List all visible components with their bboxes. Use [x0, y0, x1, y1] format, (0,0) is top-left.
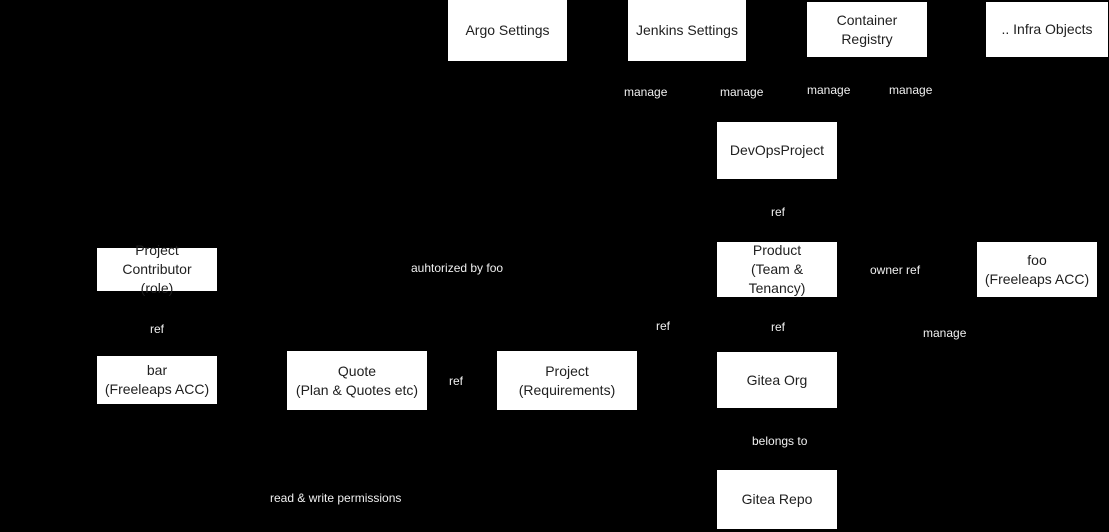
node-label-line: (Requirements) — [518, 381, 616, 398]
diagram-node-project-contributor: Project Contributor (role) — [97, 242, 217, 296]
node-label-line: Gitea Repo — [741, 491, 813, 507]
edge-label-ref-contributor-bar: ref — [148, 322, 167, 336]
node-label-line: (Team & Tenancy) — [748, 261, 806, 296]
node-label-line: Project Contributor — [122, 242, 192, 277]
edge-label-read-write-permissions: read & write permissions — [268, 491, 404, 505]
node-label-line: Jenkins Settings — [636, 22, 738, 38]
node-label-line: Product — [752, 242, 802, 258]
node-label-line: (Freeleaps ACC) — [104, 381, 210, 397]
diagram-node-gitea-org: Gitea Org — [717, 352, 837, 408]
edge-label-ref-devops-product: ref — [769, 205, 788, 219]
edge-label-ref-quote-project: ref — [447, 374, 466, 388]
diagram-node-infra-objects: .. Infra Objects — [986, 2, 1108, 57]
edge-label-manage-foo-gitea: manage — [921, 326, 969, 340]
diagram-node-product: Product (Team & Tenancy) — [717, 242, 837, 297]
edge-label-manage-infra: manage — [887, 83, 935, 97]
edge-label-authorized-by-foo: auhtorized by foo — [409, 261, 506, 275]
node-label-line: Argo Settings — [465, 22, 550, 38]
node-label-line: Gitea Org — [746, 371, 808, 388]
diagram-node-quote: Quote (Plan & Quotes etc) — [287, 351, 427, 410]
diagram-node-bar-freeleaps-acc: bar (Freeleaps ACC) — [97, 356, 217, 404]
node-label-line: foo — [1027, 251, 1047, 268]
node-label-line: Project — [545, 362, 589, 379]
edge-label-belongs-to: belongs to — [750, 434, 810, 448]
diagram-node-project-requirements: Project (Requirements) — [497, 351, 637, 410]
diagram-node-argo-settings: Argo Settings — [448, 0, 567, 61]
edge-label-manage-jenkins: manage — [718, 85, 766, 99]
edge-label-ref-project-product: ref — [654, 319, 673, 333]
node-label-line: (Plan & Quotes etc) — [295, 381, 419, 398]
node-label-line: DevOpsProject — [729, 142, 825, 158]
node-label-line: (role) — [140, 280, 174, 296]
diagram-node-container-registry: Container Registry — [807, 2, 927, 57]
diagram-node-gitea-repo: Gitea Repo — [717, 470, 837, 529]
node-label-line: .. Infra Objects — [1001, 21, 1093, 37]
edge-label-owner-ref: owner ref — [868, 263, 923, 277]
diagram-node-devops-project: DevOpsProject — [717, 122, 837, 179]
node-label-line: Quote — [337, 362, 377, 379]
node-label-line: Container Registry — [836, 11, 898, 47]
diagram-node-foo-freeleaps-acc: foo (Freeleaps ACC) — [977, 242, 1097, 297]
diagram-node-jenkins-settings: Jenkins Settings — [628, 0, 746, 61]
edge-label-manage-registry: manage — [805, 83, 853, 97]
edge-label-manage-argo: manage — [622, 85, 670, 99]
node-label-line: (Freeleaps ACC) — [984, 270, 1090, 287]
edge-label-ref-product-gitea: ref — [769, 320, 788, 334]
node-label-line: bar — [146, 362, 168, 378]
